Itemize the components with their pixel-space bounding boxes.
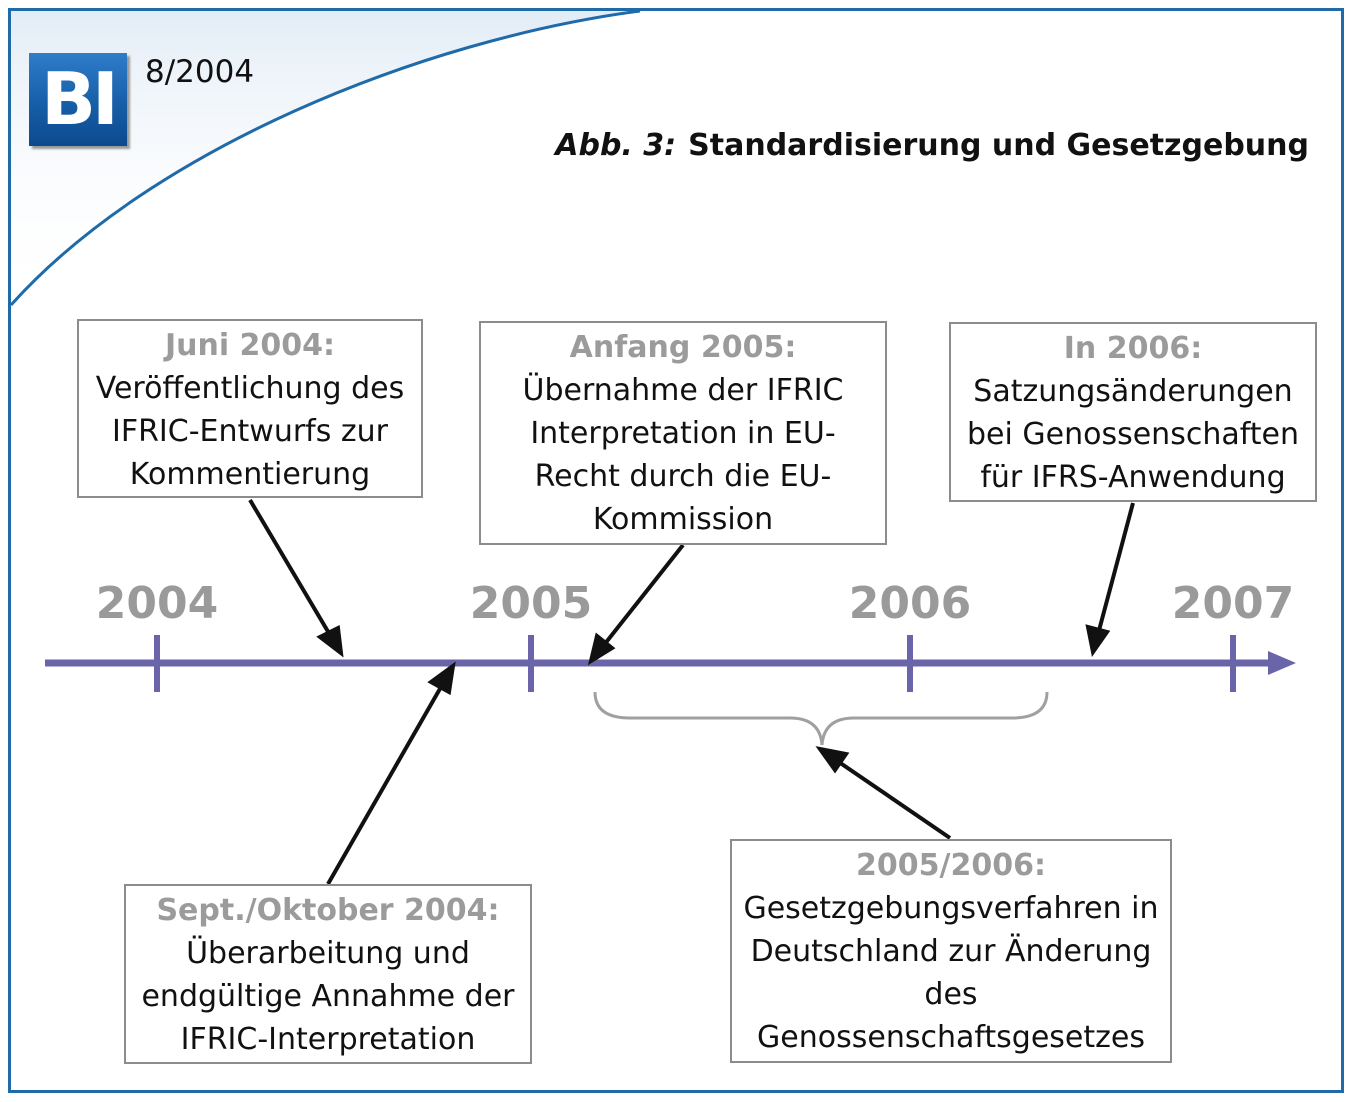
event-box-anfang-2005: Anfang 2005: Übernahme der IFRIC Interpr…: [479, 321, 887, 545]
year-label-2005: 2005: [469, 578, 593, 629]
corner-swoosh-fill: [11, 11, 640, 305]
event-date: Anfang 2005:: [569, 330, 797, 365]
arrow-sept-okt-2004-head: [427, 661, 456, 696]
event-text: Veröffentlichung des IFRIC-Entwurfs zur …: [95, 371, 405, 492]
issue-number: 8/2004: [145, 54, 255, 90]
arrow-anfang-2005: [598, 543, 685, 652]
arrow-2005-2006: [831, 756, 952, 840]
event-text: Gesetzgebungsverfahren in Deutschland zu…: [743, 891, 1159, 1055]
corner-swoosh-line: [9, 9, 641, 307]
period-brace: [593, 691, 1049, 746]
year-label-2006: 2006: [848, 578, 972, 629]
event-date: 2005/2006:: [856, 848, 1046, 883]
arrow-in-2006: [1095, 502, 1135, 639]
arrow-anfang-2005-head: [587, 632, 616, 666]
bi-logo: BI: [29, 53, 127, 146]
figure-frame: [8, 8, 1344, 1093]
event-date: In 2006:: [1063, 331, 1203, 366]
year-label-2007: 2007: [1171, 578, 1295, 629]
event-box-2005-2006: 2005/2006: Gesetzgebungsverfahren in Deu…: [730, 839, 1172, 1063]
arrow-juni-2004: [248, 498, 335, 642]
event-date: Juni 2004:: [164, 328, 336, 363]
bi-logo-text: BI: [41, 57, 119, 141]
arrow-juni-2004-head: [316, 624, 344, 658]
arrow-2005-2006-head: [815, 746, 850, 774]
year-label-2004: 2004: [95, 578, 219, 629]
caption-label: Abb. 3:: [555, 128, 677, 163]
event-text: Übernahme der IFRIC Interpretation in EU…: [522, 373, 844, 537]
caption-title: Standardisierung und Gesetzgebung: [688, 128, 1309, 163]
arrow-in-2006-head: [1085, 624, 1111, 657]
event-box-in-2006: In 2006: Satzungsänderungen bei Genossen…: [949, 322, 1317, 502]
timeline-arrowhead: [1268, 651, 1296, 675]
event-text: Überarbeitung und endgültige Annahme der…: [141, 936, 515, 1057]
event-text: Satzungsänderungen bei Genossenschaften …: [967, 374, 1299, 495]
event-box-juni-2004: Juni 2004: Veröffentlichung des IFRIC-En…: [77, 319, 423, 498]
figure-caption: Abb. 3: Standardisierung und Gesetzgebung: [555, 128, 1309, 163]
event-box-sept-okt-2004: Sept./Oktober 2004: Überarbeitung und en…: [124, 884, 532, 1064]
arrow-sept-okt-2004: [326, 679, 447, 885]
event-date: Sept./Oktober 2004:: [156, 893, 500, 928]
